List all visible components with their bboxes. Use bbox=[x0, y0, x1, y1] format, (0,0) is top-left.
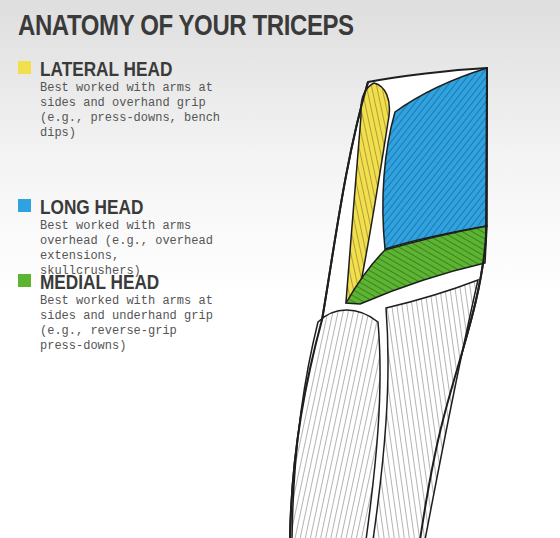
legend-heading: LONG HEAD bbox=[40, 195, 143, 219]
forearm-muscle bbox=[292, 310, 380, 538]
forearm-muscle bbox=[373, 280, 478, 538]
title-box: ANATOMY OF YOUR TRICEPS bbox=[18, 8, 438, 42]
label-box: Best worked with arms at sides and under… bbox=[40, 294, 222, 354]
legend-swatch bbox=[18, 274, 31, 287]
title: ANATOMY OF YOUR TRICEPS bbox=[18, 8, 354, 42]
legend-swatch bbox=[18, 61, 31, 74]
description-text: Best worked with arms at sides and under… bbox=[40, 294, 222, 354]
long-head bbox=[383, 68, 487, 249]
legend-heading: LATERAL HEAD bbox=[40, 57, 172, 81]
description-text: Best worked with arms at sides and overh… bbox=[40, 81, 222, 141]
arm-outline bbox=[290, 68, 487, 538]
label-box: Best worked with arms overhead (e.g., ov… bbox=[40, 219, 222, 279]
label-box: Best worked with arms at sides and overh… bbox=[40, 81, 222, 141]
description-text: Best worked with arms overhead (e.g., ov… bbox=[40, 219, 222, 279]
arm-contour bbox=[290, 68, 487, 538]
legend-swatch bbox=[18, 199, 31, 212]
